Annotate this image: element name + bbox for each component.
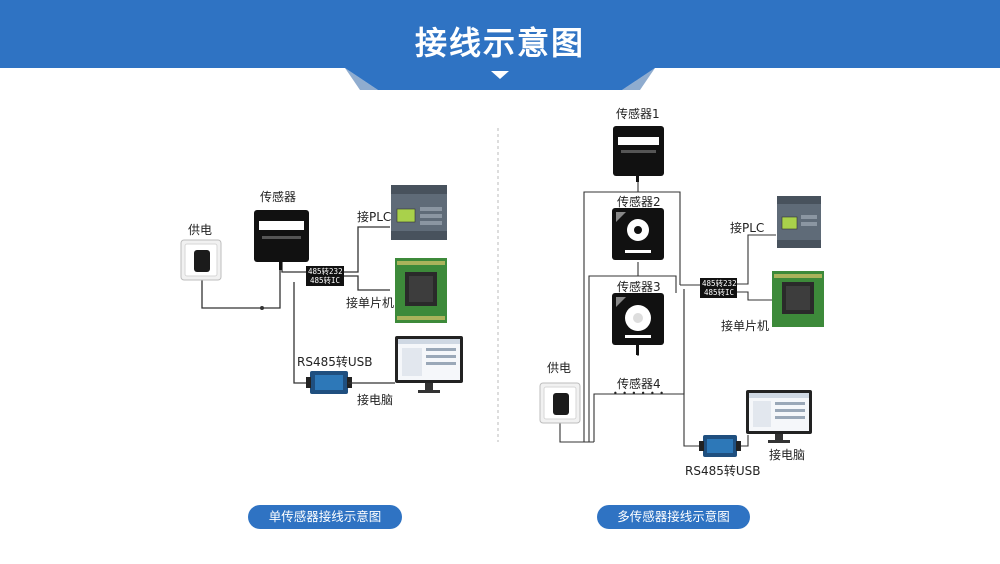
multi-sensor1-label: 传感器1 — [616, 107, 660, 121]
sensor1-icon — [613, 126, 664, 182]
socket-icon-right — [539, 382, 581, 424]
sensor-icon — [254, 210, 309, 270]
multi-sensor4-label: 传感器4 — [617, 377, 661, 391]
single-mcu-label: 接单片机 — [346, 296, 395, 310]
single-plc-label: 接PLC — [357, 210, 392, 224]
mcu-board-icon-right — [772, 271, 824, 327]
socket-icon — [180, 239, 222, 281]
multi-wires — [559, 178, 776, 447]
single-power-label: 供电 — [188, 223, 213, 237]
sensor2-icon — [612, 208, 664, 260]
mcu-board-icon — [395, 258, 447, 323]
multi-plc-label: 接PLC — [730, 221, 765, 235]
converter-box-right — [700, 278, 737, 298]
monitor-icon — [395, 336, 463, 393]
monitor-icon-right — [746, 390, 812, 443]
header-banner — [0, 0, 1000, 90]
multi-sensor3-label: 传感器3 — [617, 280, 661, 294]
multi-mcu-label: 接单片机 — [721, 319, 770, 333]
multi-power-label: 供电 — [547, 361, 572, 375]
page-title: 接线示意图 — [414, 24, 585, 62]
single-wires — [201, 226, 390, 384]
single-usb-label: RS485转USB — [297, 355, 373, 369]
chevron-down-icon — [491, 71, 509, 79]
multi-usb-label: RS485转USB — [685, 464, 761, 478]
multi-caption-pill: 多传感器接线示意图 — [597, 505, 750, 529]
single-sensor-label: 传感器 — [260, 190, 297, 204]
multi-pc-label: 接电脑 — [769, 448, 806, 462]
multi-converter-line2: 485转IC — [704, 288, 735, 297]
plc-icon — [391, 185, 447, 240]
usb-converter-icon — [306, 371, 352, 394]
sensor3-icon — [612, 293, 664, 355]
single-converter-line1: 485转232 — [308, 267, 343, 276]
plc-icon-right — [777, 196, 821, 248]
converter-box — [306, 266, 344, 286]
multi-converter-line1: 485转232 — [702, 279, 737, 288]
multi-ellipsis: • • • • • • — [613, 389, 666, 398]
multi-sensor2-label: 传感器2 — [617, 195, 661, 209]
usb-converter-icon-right — [699, 435, 741, 457]
single-converter-line2: 485转IC — [310, 276, 341, 285]
single-pc-label: 接电脑 — [357, 393, 394, 407]
single-caption-pill: 单传感器接线示意图 — [248, 505, 402, 529]
